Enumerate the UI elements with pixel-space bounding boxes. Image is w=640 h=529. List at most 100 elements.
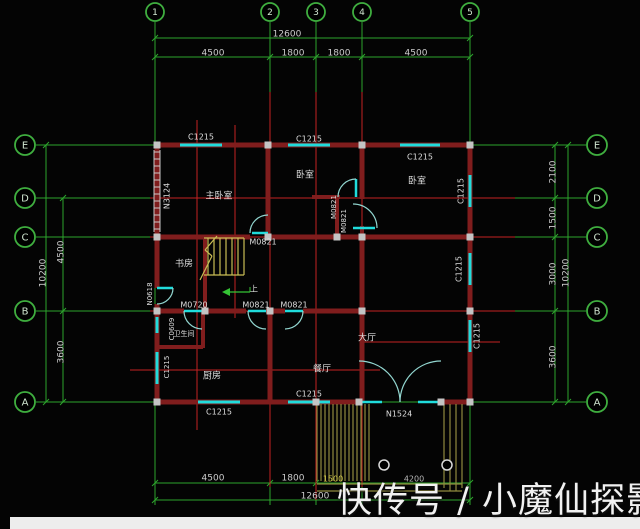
axis-bubble-left-B-label: B bbox=[22, 307, 29, 318]
column-marker bbox=[437, 398, 445, 406]
axis-bubble-right-B bbox=[586, 300, 608, 322]
axis-bubble-right-D-label: D bbox=[593, 194, 601, 205]
door-arc-M0821-bedroom3 bbox=[352, 203, 378, 229]
door-label: M0821 bbox=[242, 301, 269, 310]
dim-tick bbox=[466, 496, 474, 504]
window-label: C1215 bbox=[188, 133, 214, 142]
dim-tick bbox=[551, 233, 559, 241]
axis-bubble-1-label: 1 bbox=[152, 8, 158, 18]
axis-bubble-right-E bbox=[586, 134, 608, 156]
room-label-bedroom-2: 卧室 bbox=[296, 169, 314, 181]
dim-tick bbox=[466, 34, 474, 42]
axis-bubble-5 bbox=[460, 2, 480, 22]
door-label: M0821 bbox=[280, 301, 307, 310]
column-marker bbox=[466, 398, 474, 406]
door-arc-M0821-kitchen bbox=[247, 310, 267, 330]
column-marker bbox=[264, 141, 272, 149]
axis-bubble-left-E-label: E bbox=[22, 141, 28, 152]
dim-tick bbox=[151, 34, 159, 42]
window-label: N3124 bbox=[163, 183, 172, 209]
dim-tick bbox=[358, 53, 366, 61]
dim-right-segment: 1500 bbox=[549, 206, 559, 229]
window-label: C1215 bbox=[206, 408, 232, 417]
door-arc-N0618-study bbox=[156, 287, 174, 305]
column-marker bbox=[153, 233, 161, 241]
dim-bottom-overall: 12600 bbox=[301, 492, 330, 502]
axis-bubble-right-A-label: A bbox=[594, 398, 601, 409]
dim-bottom-segment: 4500 bbox=[202, 474, 225, 484]
axis-bubble-2 bbox=[260, 2, 280, 22]
dim-right-segment: 2100 bbox=[549, 160, 559, 183]
room-label-bedroom-3: 卧室 bbox=[408, 175, 426, 187]
axis-bubble-right-C-label: C bbox=[594, 233, 601, 244]
dim-top-overall: 12600 bbox=[273, 30, 302, 40]
column-marker bbox=[358, 141, 366, 149]
window-label: C1215 bbox=[455, 256, 464, 282]
window-label: C1215 bbox=[296, 135, 322, 144]
dim-tick bbox=[564, 141, 572, 149]
axis-bubble-right-C bbox=[586, 226, 608, 248]
column-marker bbox=[264, 233, 272, 241]
door-arc-M0720 bbox=[183, 310, 203, 330]
dim-tick bbox=[59, 398, 67, 406]
door-label: N1524 bbox=[386, 410, 412, 419]
axis-bubble-4-label: 4 bbox=[359, 8, 365, 18]
dim-tick bbox=[59, 307, 67, 315]
column-marker bbox=[312, 398, 320, 406]
axis-bubble-3-label: 3 bbox=[313, 8, 319, 18]
room-label-study: 书房 bbox=[175, 258, 193, 270]
column-marker bbox=[358, 307, 366, 315]
axis-bubble-1 bbox=[145, 2, 165, 22]
dim-porch-step: 1500 bbox=[323, 475, 343, 484]
dim-right-segment: 3000 bbox=[549, 262, 559, 285]
axis-bubble-left-A bbox=[14, 391, 36, 413]
dim-tick bbox=[266, 53, 274, 61]
dim-top-segment: 1800 bbox=[328, 49, 351, 59]
dim-tick bbox=[151, 53, 159, 61]
dim-tick bbox=[42, 398, 50, 406]
dim-tick bbox=[551, 194, 559, 202]
window-label: C1215 bbox=[296, 390, 322, 399]
door-label: M0821 bbox=[340, 209, 348, 233]
dim-left-segment: 3600 bbox=[57, 340, 67, 363]
dim-top-segment: 1800 bbox=[282, 49, 305, 59]
room-label-dining: 餐厅 bbox=[313, 363, 331, 375]
door-label: M0821 bbox=[249, 238, 276, 247]
dim-top-segment: 4500 bbox=[202, 49, 225, 59]
dim-tick bbox=[551, 307, 559, 315]
axis-bubble-left-C-label: C bbox=[22, 233, 29, 244]
column-marker bbox=[153, 398, 161, 406]
window-label: C1215 bbox=[407, 153, 433, 162]
column-marker bbox=[266, 307, 274, 315]
dim-tick bbox=[551, 141, 559, 149]
axis-bubble-4 bbox=[352, 2, 372, 22]
column-marker bbox=[201, 307, 209, 315]
watermark-text: 快传号 / 小魔仙探影 bbox=[337, 481, 640, 521]
axis-bubble-left-A-label: A bbox=[22, 398, 29, 409]
room-label-hall: 大厅 bbox=[358, 332, 376, 344]
column-marker bbox=[153, 141, 161, 149]
dim-tick bbox=[59, 194, 67, 202]
axis-bubble-2-label: 2 bbox=[267, 8, 273, 18]
dim-tick bbox=[551, 398, 559, 406]
axis-bubble-right-A bbox=[586, 391, 608, 413]
column-marker bbox=[153, 307, 161, 315]
porch-column bbox=[378, 459, 390, 471]
dim-right-segment: 3600 bbox=[549, 345, 559, 368]
bottom-white-band bbox=[10, 517, 640, 529]
dim-tick bbox=[466, 479, 474, 487]
stair-break-line bbox=[204, 235, 218, 251]
axis-bubble-right-D bbox=[586, 187, 608, 209]
axis-bubble-left-E bbox=[14, 134, 36, 156]
column-marker bbox=[355, 398, 363, 406]
window-label: C0609 bbox=[168, 318, 176, 341]
stair-break-line bbox=[204, 249, 213, 257]
dim-left-overall: 10200 bbox=[39, 258, 49, 287]
column-marker bbox=[466, 307, 474, 315]
door-label: M0821 bbox=[330, 195, 338, 219]
window-label: C1215 bbox=[163, 356, 171, 379]
stair-arrow-head bbox=[222, 288, 230, 296]
window-label: C1215 bbox=[473, 323, 482, 349]
